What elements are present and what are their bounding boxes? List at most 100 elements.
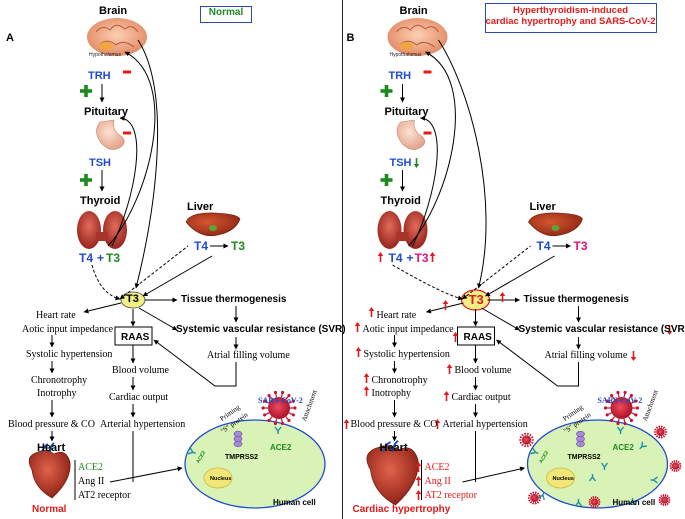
hypothalamus-label: Hypothalamus bbox=[89, 52, 121, 58]
virus-body bbox=[530, 494, 539, 502]
up-arrow-head bbox=[377, 252, 384, 256]
up-arrow-head bbox=[446, 364, 453, 368]
arrow-ace2-to-cell bbox=[109, 466, 183, 483]
virus-spike-tip bbox=[654, 433, 657, 436]
increase-ang-ii bbox=[415, 476, 422, 486]
virus-spike-tip bbox=[598, 503, 600, 506]
brain-gyri bbox=[396, 24, 439, 48]
chronotrophy: Chronotrophy bbox=[371, 375, 428, 386]
virus-spike-tip bbox=[675, 460, 678, 462]
virus-spike-tip bbox=[679, 462, 681, 465]
human-cell-membrane bbox=[184, 419, 326, 509]
virus-spike-tip bbox=[592, 496, 595, 498]
tmprss2-label: TMPRSS2 bbox=[225, 454, 259, 461]
tmprss2-coil bbox=[233, 440, 243, 448]
virus-spike-tip bbox=[532, 502, 535, 505]
down-arrow-head bbox=[666, 331, 673, 335]
virus-spike-tip bbox=[616, 421, 620, 426]
liver-image bbox=[185, 212, 241, 236]
virus-spike-tip bbox=[524, 445, 526, 448]
virus-spike-tip bbox=[521, 433, 524, 436]
virus-spike-tip bbox=[668, 499, 671, 501]
virus-spike-tip bbox=[287, 393, 291, 398]
t4-label: T4 bbox=[79, 251, 94, 265]
sars-cov-2-virion bbox=[261, 390, 297, 426]
systolic-hypertension: Systolic hypertension bbox=[26, 349, 113, 360]
t3-label: T3 bbox=[106, 251, 121, 265]
up-arrow-head bbox=[434, 419, 441, 423]
up-arrow-head bbox=[368, 307, 375, 311]
virus-spike-tip bbox=[658, 499, 661, 501]
raas-label: RAAS bbox=[121, 332, 150, 343]
status-label: Normal bbox=[208, 7, 244, 18]
plus-sign-tsh bbox=[80, 174, 92, 186]
tmprss2-coil bbox=[576, 440, 585, 448]
thyroid-label: Thyroid bbox=[80, 195, 121, 207]
trh-label: TRH bbox=[388, 70, 412, 82]
virus-body bbox=[591, 498, 598, 506]
arterial-hypertension: Arterial hypertension bbox=[442, 419, 528, 430]
virus-spike-tip bbox=[538, 499, 541, 502]
down-arrow-head bbox=[413, 164, 420, 168]
blood-pressure-co: Blood pressure & CO bbox=[8, 419, 95, 430]
heart-image bbox=[366, 439, 419, 506]
virus-spike-tip bbox=[609, 418, 614, 423]
sars-cov-2-virion-small bbox=[658, 494, 671, 506]
inotrophy: Inotrophy bbox=[37, 388, 77, 399]
plus-sign-trh bbox=[380, 85, 393, 97]
thyroid-image bbox=[77, 211, 127, 249]
virus-spike-tip bbox=[623, 421, 627, 426]
increase-aortic-impedance bbox=[354, 322, 361, 332]
ace2-receptor-extra bbox=[639, 441, 647, 450]
blood-volume: Blood volume bbox=[454, 365, 512, 376]
brain-to-t3-line bbox=[134, 39, 159, 289]
blood-pressure-co: Blood pressure & CO bbox=[350, 419, 438, 430]
receptor-arms bbox=[640, 441, 647, 448]
decrease-tsh bbox=[413, 158, 420, 168]
virus-spike-tip bbox=[291, 413, 295, 417]
virus-spike-tip bbox=[673, 460, 676, 462]
caption-normal: Normal bbox=[32, 504, 67, 515]
ace2-list-item: ACE2 bbox=[78, 462, 103, 473]
atrial-to-raas-line bbox=[153, 339, 237, 387]
at2-receptor-list-item: AT2 receptor bbox=[424, 490, 477, 501]
ace2-receptor-extra bbox=[628, 498, 637, 506]
heart-rate: Heart rate bbox=[36, 310, 76, 321]
svr-label: Systemic vascular resistance (SVR) bbox=[176, 324, 346, 335]
virus-spike-tip bbox=[662, 494, 665, 496]
increase-at2 bbox=[415, 490, 422, 500]
virus-spike-tip bbox=[664, 494, 667, 496]
virus-spike-tip bbox=[655, 435, 658, 438]
virus-spike-tip bbox=[634, 399, 638, 403]
t3-node-label: T3 bbox=[126, 293, 139, 305]
virus-spike-tip bbox=[528, 499, 531, 502]
pituitary-shape bbox=[96, 119, 125, 150]
virus-spike-tip bbox=[673, 470, 676, 472]
hypothalamus-shape bbox=[399, 42, 414, 50]
plus-sign-tsh bbox=[380, 174, 393, 186]
virus-spike-tip bbox=[671, 469, 674, 471]
virus-spike-tip bbox=[658, 436, 661, 439]
virus-spike-tip bbox=[529, 501, 532, 504]
arrow-t3-to-heart-rate bbox=[83, 302, 122, 314]
cardiac-output: Cardiac output bbox=[451, 392, 511, 403]
virus-spike-tip bbox=[671, 461, 674, 463]
virus-spike-tip bbox=[653, 431, 656, 433]
virus-spike-tip bbox=[664, 428, 667, 431]
increase-bp-co bbox=[343, 419, 350, 429]
minus-sign-pituitary bbox=[123, 131, 131, 135]
up-arrow-head bbox=[443, 391, 450, 395]
sars-cov-2-virion-small bbox=[588, 496, 601, 508]
aortic-input-impedance: Aotic input impedance bbox=[362, 324, 454, 335]
nucleus-label: Nucleus bbox=[210, 476, 232, 482]
heart-label: Heart bbox=[379, 442, 408, 454]
ace2-cell-label: ACE2 bbox=[612, 443, 634, 452]
increase-t3-node-right bbox=[499, 292, 506, 302]
nucleus-label: Nucleus bbox=[552, 476, 574, 482]
tmprss2-protein bbox=[233, 430, 243, 448]
sars-cov-2-label: SARS-CoV-2 bbox=[597, 396, 643, 405]
thyroid-to-t3-dashed bbox=[91, 264, 121, 301]
sars-cov-2-label: SARS-CoV-2 bbox=[258, 396, 303, 405]
heart-shape bbox=[366, 445, 419, 506]
